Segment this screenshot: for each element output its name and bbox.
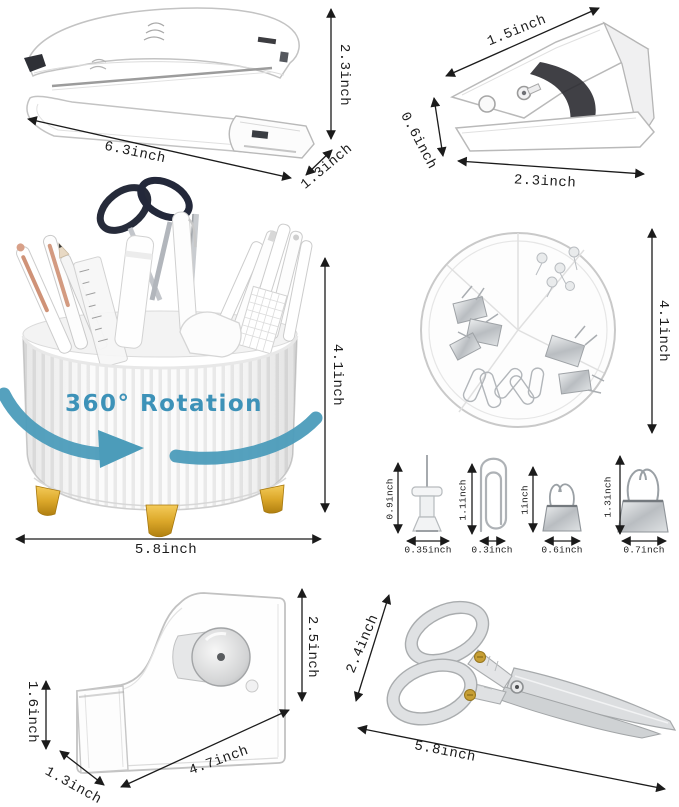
paper-clip-width-label: 0.3inch	[471, 544, 513, 556]
pen-holder-height-label: 4.1inch	[329, 343, 345, 407]
push-pin-width-label: 0.35inch	[404, 544, 452, 556]
scissors-illustration	[386, 600, 677, 739]
large-binder-clip-illustration	[617, 468, 669, 533]
clips-box-diameter-label: 4.1inch	[655, 299, 671, 363]
paper-clip-illustration	[479, 457, 508, 533]
clips-box-illustration	[420, 232, 616, 428]
tape-dispenser-illustration	[76, 592, 286, 774]
tape-dispenser-front-label: 1.6inch	[24, 680, 40, 744]
small-binder-clip-illustration	[542, 483, 582, 532]
pens-cluster	[210, 223, 313, 355]
large-binder-clip-height-label: 1.3inch	[602, 476, 614, 518]
rotation-arrow	[0, 387, 323, 468]
tape-dispenser-height-label: 2.5inch	[304, 615, 320, 679]
push-pins-compartment	[535, 246, 580, 298]
pen-holder-illustration	[0, 176, 323, 538]
scissors-handle-lower	[386, 658, 478, 726]
staple-remover-illustration	[450, 21, 655, 152]
pen-holder-contents	[16, 176, 313, 368]
large-binder-clip-width-label: 0.7inch	[623, 544, 665, 556]
small-binder-clip-width-label: 0.6inch	[541, 544, 583, 556]
binder-clips-compartment	[449, 296, 503, 361]
scissors-handle-upper	[404, 600, 490, 668]
paper-clip-height-label: 1.1inch	[457, 479, 469, 521]
pen-holder-width-label: 5.8inch	[134, 542, 198, 558]
stapler-height-label: 2.3inch	[336, 43, 352, 107]
small-binder-clip-height-label: 1inch	[519, 485, 531, 515]
staple-remover-base-label: 2.3inch	[513, 172, 577, 192]
paper-clips-compartment	[462, 367, 545, 409]
stapler-illustration	[24, 7, 315, 159]
push-pin-illustration	[411, 455, 443, 532]
push-pin-height-label: 0.9inch	[384, 478, 396, 520]
rotation-360-label: 360° Rotation	[64, 391, 264, 417]
dimension-arrows	[15, 7, 667, 793]
